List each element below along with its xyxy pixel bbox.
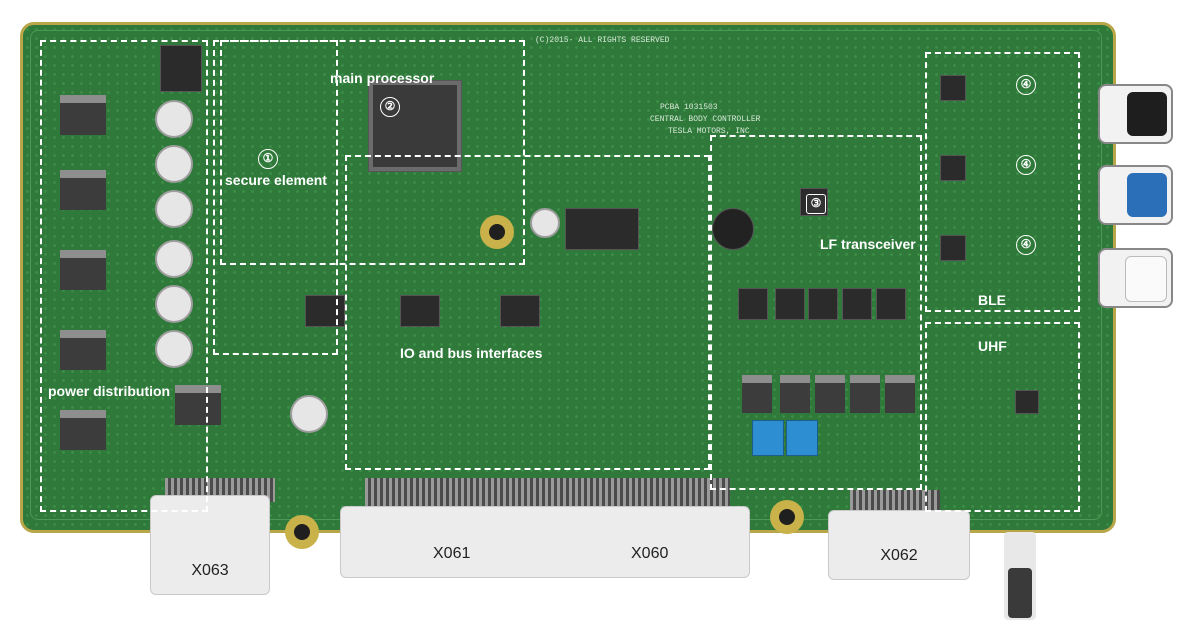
electrolytic-capacitor [155, 240, 193, 278]
mounting-hole [285, 515, 319, 549]
electrolytic-capacitor [155, 100, 193, 138]
uhf-label: UHF [978, 338, 1007, 354]
pcba-text: PCBA 1031503 [660, 103, 718, 112]
pin-header [365, 478, 730, 506]
marker-1: ① [258, 149, 278, 169]
fakra-connector-blue [1098, 165, 1173, 225]
connector-x062-label: X062 [880, 547, 918, 564]
power-mosfet [60, 410, 106, 450]
driver-transistor [780, 375, 810, 413]
copyright-text: (C)2015- ALL RIGHTS RESERVED [535, 36, 670, 45]
power-mosfet [60, 95, 106, 135]
region-main-processor [220, 40, 525, 265]
marker-4: ④ [1016, 235, 1036, 255]
electrolytic-capacitor [155, 145, 193, 183]
driver-transistor [885, 375, 915, 413]
region-secure-element [213, 40, 338, 355]
mounting-hole [480, 215, 514, 249]
ic-chip [565, 208, 639, 250]
ble-chip [940, 235, 966, 261]
blue-component [786, 420, 818, 456]
maker-text: TESLA MOTORS, INC [668, 127, 750, 136]
fakra-connector-white [1098, 248, 1173, 308]
pin-header [850, 490, 940, 512]
marker-3: ③ [806, 194, 826, 214]
ic-chip [808, 288, 838, 320]
mounting-hole [770, 500, 804, 534]
uhf-chip [1015, 390, 1039, 414]
power-distribution-label: power distribution [48, 383, 171, 399]
blue-component [752, 420, 784, 456]
connector-x060-label: X060 [631, 545, 669, 562]
marker-4: ④ [1016, 155, 1036, 175]
ic-chip [305, 295, 345, 327]
region-ble [925, 52, 1080, 312]
board-name-text: CENTRAL BODY CONTROLLER [650, 115, 761, 124]
region-io-bus [345, 155, 710, 470]
lf-transceiver-label: LF transceiver [820, 236, 916, 252]
connector-x061-label: X061 [433, 545, 471, 562]
ble-label: BLE [978, 292, 1006, 308]
ic-chip [738, 288, 768, 320]
power-mosfet [60, 330, 106, 370]
connector-x063-label: X063 [191, 562, 229, 579]
region-power-distribution [40, 40, 208, 512]
electrolytic-capacitor [155, 330, 193, 368]
region-uhf [925, 322, 1080, 512]
ic-chip [160, 45, 202, 92]
driver-transistor [815, 375, 845, 413]
ic-chip [876, 288, 906, 320]
uhf-antenna-connector [1004, 532, 1036, 620]
ble-chip [940, 75, 966, 101]
inductor [712, 208, 754, 250]
driver-transistor [850, 375, 880, 413]
ic-chip [842, 288, 872, 320]
region-lf-transceiver [710, 135, 922, 490]
electrolytic-capacitor [290, 395, 328, 433]
driver-transistor [742, 375, 772, 413]
marker-2: ② [380, 97, 400, 117]
power-mosfet [60, 250, 106, 290]
fakra-connector-black [1098, 84, 1173, 144]
connector-x061-x060: X061 X060 [340, 506, 750, 578]
electrolytic-capacitor [155, 190, 193, 228]
io-bus-label: IO and bus interfaces [400, 345, 543, 361]
ic-chip [400, 295, 440, 327]
ic-chip [500, 295, 540, 327]
circuit-board [20, 22, 1116, 533]
ble-chip [940, 155, 966, 181]
electrolytic-capacitor [530, 208, 560, 238]
power-mosfet [60, 170, 106, 210]
secure-element-label: secure element [225, 172, 327, 188]
electrolytic-capacitor [155, 285, 193, 323]
ic-chip [775, 288, 805, 320]
main-processor-label: main processor [330, 70, 435, 86]
connector-x062: X062 [828, 510, 970, 580]
marker-4: ④ [1016, 75, 1036, 95]
power-mosfet [175, 385, 221, 425]
